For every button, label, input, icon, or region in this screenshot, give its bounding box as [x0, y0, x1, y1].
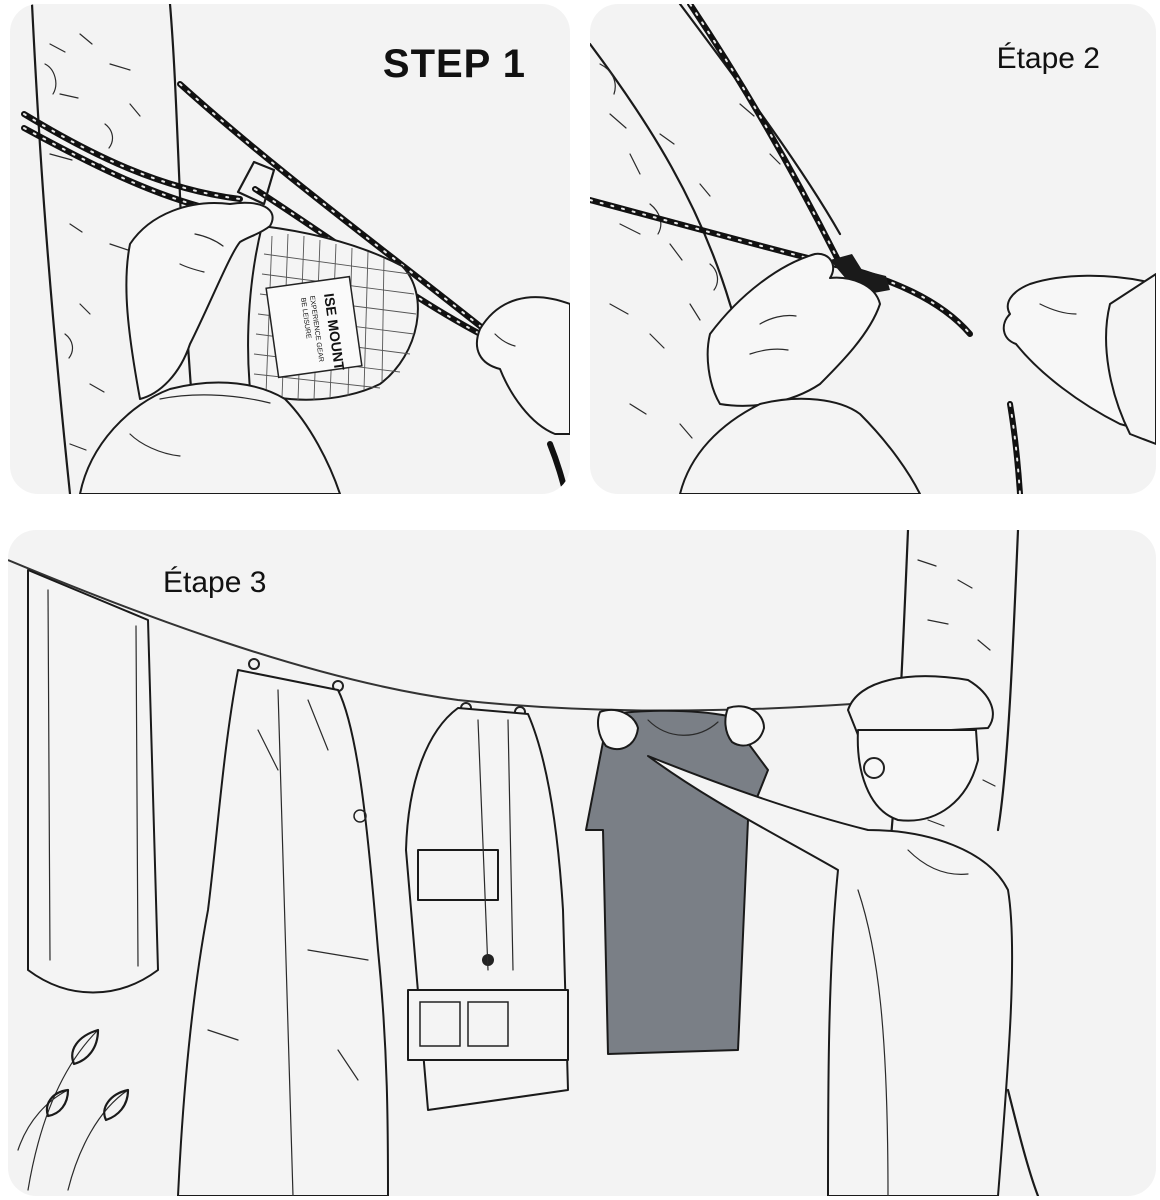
buckle	[830, 254, 890, 294]
person	[597, 675, 1014, 1196]
step-3-illustration	[8, 530, 1040, 1196]
step-1-panel: ISE MOUNT EXPERIENCE GEAR BE LEISURE STE…	[10, 4, 570, 494]
step-1-label: STEP 1	[382, 42, 526, 86]
storage-pouch: ISE MOUNT EXPERIENCE GEAR BE LEISURE	[247, 225, 419, 401]
step-1-illustration: ISE MOUNT EXPERIENCE GEAR BE LEISURE	[21, 4, 570, 494]
left-sleeve	[679, 397, 921, 494]
step-2-illustration	[590, 4, 1156, 494]
sleeve	[79, 381, 341, 494]
step-3-panel: Étape 3	[8, 530, 1156, 1196]
hanging-vest	[405, 707, 569, 1111]
hanging-towel	[27, 569, 159, 994]
glasses	[863, 757, 885, 779]
hanging-jacket	[177, 669, 389, 1196]
left-hand	[706, 252, 881, 407]
left-hand	[597, 709, 639, 751]
sweater	[647, 755, 1014, 1196]
carabiner	[236, 160, 276, 206]
step-3-label: Étape 3	[163, 566, 267, 599]
right-sleeve	[1105, 273, 1156, 445]
flat-cap	[847, 675, 994, 736]
step-2-panel: Étape 2	[590, 4, 1156, 494]
right-hand	[724, 705, 765, 747]
right-hand	[475, 296, 570, 435]
plant	[17, 1028, 130, 1191]
left-hand	[125, 201, 274, 400]
vest-pocket	[407, 989, 569, 1061]
face	[856, 729, 979, 822]
dark-t-shirt	[585, 709, 769, 1055]
step-2-label: Étape 2	[996, 42, 1100, 75]
